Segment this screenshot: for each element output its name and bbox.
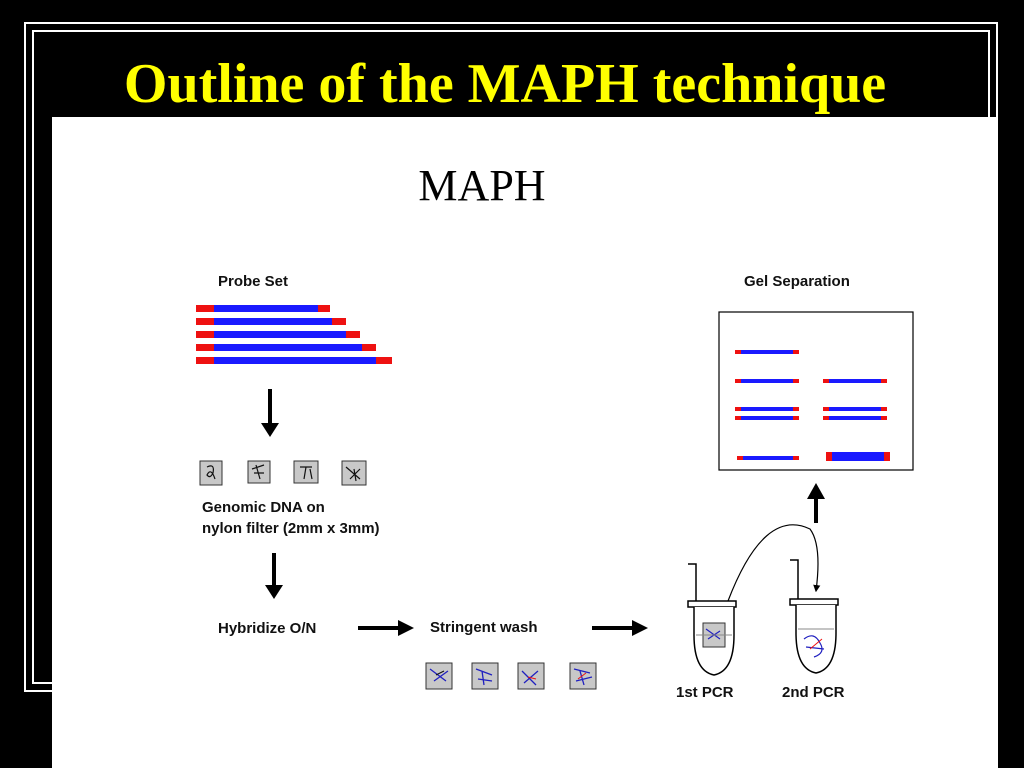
maph-diagram: MAPH Probe Set — [196, 161, 914, 701]
slide-title: Outline of the MAPH technique — [123, 53, 887, 115]
genomic-dna-label-line2: nylon filter (2mm x 3mm) — [202, 520, 380, 537]
gel-box — [718, 311, 914, 471]
down-arrow-icon — [265, 553, 283, 599]
gel-separation-label: Gel Separation — [744, 273, 850, 290]
probe — [196, 357, 392, 364]
second-pcr-label: 2nd PCR — [782, 684, 845, 701]
diagram-heading: MAPH — [418, 161, 545, 210]
gel-lane-2 — [823, 379, 890, 461]
nylon-filter-icon — [471, 662, 499, 690]
nylon-filter-icon — [425, 662, 453, 690]
gel-band — [735, 416, 799, 420]
right-arrow-icon — [592, 620, 648, 636]
first-pcr-label: 1st PCR — [676, 684, 734, 701]
gel-band — [826, 452, 890, 461]
down-arrow-icon — [261, 389, 279, 437]
second-pcr-tube — [789, 559, 839, 674]
probe-set-label: Probe Set — [218, 273, 288, 290]
nylon-filter-icon — [199, 460, 223, 486]
probe — [196, 305, 330, 312]
nylon-filter-icon — [341, 460, 367, 486]
gel-band — [737, 456, 799, 460]
probe-set — [196, 305, 392, 364]
hybridize-label: Hybridize O/N — [218, 620, 316, 637]
gel-band — [823, 379, 887, 383]
stringent-wash-label: Stringent wash — [430, 619, 538, 636]
right-arrow-icon — [358, 620, 414, 636]
probe — [196, 331, 360, 338]
genomic-dna-label-line1: Genomic DNA on — [202, 499, 325, 516]
nylon-filter-icon — [293, 460, 319, 484]
nylon-filter-icon — [569, 662, 597, 690]
gel-lane-1 — [735, 350, 799, 460]
gel-band — [735, 379, 799, 383]
up-arrow-icon — [807, 483, 825, 523]
gel-band — [823, 407, 887, 411]
nylon-filter-icon — [517, 662, 545, 690]
transfer-arrow-icon — [727, 524, 821, 602]
gel-band — [735, 350, 799, 354]
diagram-panel: MAPH Probe Set — [52, 117, 998, 768]
gel-band — [735, 407, 799, 411]
genomic-dna-filters — [199, 460, 367, 486]
washed-filters — [425, 662, 597, 690]
gel-band — [823, 416, 887, 420]
probe — [196, 344, 376, 351]
first-pcr-tube — [687, 563, 737, 676]
probe — [196, 318, 346, 325]
nylon-filter-icon — [247, 460, 271, 484]
